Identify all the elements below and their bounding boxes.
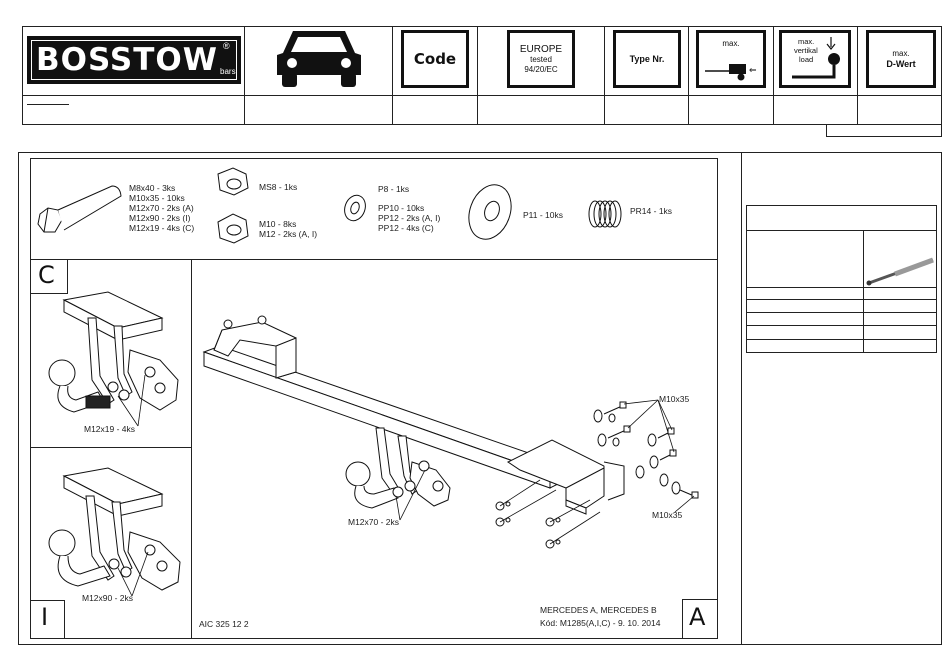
header-table [22,26,942,125]
vertical-line2: vertikal [794,46,818,55]
header-col-divider [773,26,774,125]
panel-c-letter: C [38,261,55,289]
vertical-line3: load [799,55,814,64]
nut-m10-label-2: M12 - 2ks (A, I) [259,229,318,239]
trailer-icon: ⇐ [705,64,757,81]
max-trailer-box: max. ⇐ [696,30,766,88]
panel-c-letter-box [30,259,68,294]
torque-table-line [746,325,937,326]
panel-a-m10-bottom-label: M10x35 [652,510,683,520]
type-label: Type Nr. [629,54,665,64]
towball-load-icon [792,37,840,79]
torque-table-line [746,299,937,300]
panel-i-label: M12x90 - 2ks [82,593,134,603]
code-label: Code [413,50,457,68]
nut-ms8-label: MS8 - 1ks [259,182,298,192]
nut-m10-icon [217,213,249,244]
dwert-box: max. D-Wert [866,30,936,88]
header-row-divider [22,95,942,96]
right-panel-divider [741,152,742,645]
car-icon [273,27,365,89]
panel-a-letter: A [689,603,706,631]
bolt-label-4: M12x90 - 2ks (I) [129,213,191,223]
header-col-divider [604,26,605,125]
panel-i-letter-box [30,600,65,639]
europe-box: EUROPE tested 94/20/EC [507,30,575,88]
large-washer-label: P11 - 10ks [523,210,564,220]
svg-text:⇐: ⇐ [749,66,757,76]
washer-label-4: PP12 - 4ks (C) [378,223,434,233]
variant-row-divider [30,447,191,448]
europe-line3: 94/20/EC [524,64,558,74]
header-col-divider [392,26,393,125]
header-col-divider [477,26,478,125]
max-label: max. [722,39,740,48]
panel-a-letter-box [682,599,718,639]
header-subrow-line [826,125,942,137]
large-washer-icon [468,184,512,240]
panel-i-letter: I [41,603,49,631]
logo-brand: BOSSTOW [36,42,218,78]
spring-label: PR14 - 1ks [630,206,673,216]
dwert-line1: max. [892,48,910,58]
logo-sub: bars [220,67,236,76]
bolt-label-2: M10x35 - 10ks [129,193,185,203]
torque-table-line [746,230,937,231]
nut-m10-label-1: M10 - 8ks [259,219,297,229]
drawing-frame [30,158,718,639]
header-underline [27,104,69,105]
header-col-divider [244,26,245,125]
torque-table-line [746,312,937,313]
vertical-load-box: max. vertikal load [779,30,851,88]
code-box: Code [401,30,469,88]
spring-washer-icon [588,200,622,228]
logo-reg: ® [223,41,230,51]
vertical-line1: max. [798,37,815,46]
main-frame [18,152,942,645]
product-code: AIC 325 12 2 [199,619,249,629]
torque-table-line [746,287,937,288]
panel-c-label: M12x19 - 4ks [84,424,136,434]
washer-label-2: PP10 - 10ks [378,203,425,213]
bolt-label-3: M12x70 - 2ks (A) [129,203,194,213]
torque-table-line [746,339,937,340]
kod-line: Kód: M1285(A,I,C) - 9. 10. 2014 [540,618,661,628]
dwert-line2: D-Wert [886,58,916,69]
torque-table [746,205,937,353]
bolt-icon [37,185,122,233]
variant-column-divider [191,259,192,639]
nut-ms8-icon [217,167,249,196]
header-col-divider [857,26,858,125]
parts-row-divider [30,259,718,260]
bolt-label-1: M8x40 - 3ks [129,183,176,193]
bosstow-logo: BOSSTOW ® bars [27,36,241,84]
europe-line2: tested [530,54,552,64]
panel-a-m10-top-label: M10x35 [659,394,690,404]
torque-table-col [863,230,864,353]
small-washer-icon [344,194,366,222]
europe-line1: EUROPE [519,43,563,55]
type-box: Type Nr. [613,30,681,88]
washer-label-3: PP12 - 2ks (A, I) [378,213,441,223]
header-col-divider [688,26,689,125]
washer-label-1: P8 - 1ks [378,184,410,194]
panel-a-m12-label: M12x70 - 2ks [348,517,400,527]
bolt-label-5: M12x19 - 4ks (C) [129,223,195,233]
vehicle-name: MERCEDES A, MERCEDES B [540,605,657,615]
